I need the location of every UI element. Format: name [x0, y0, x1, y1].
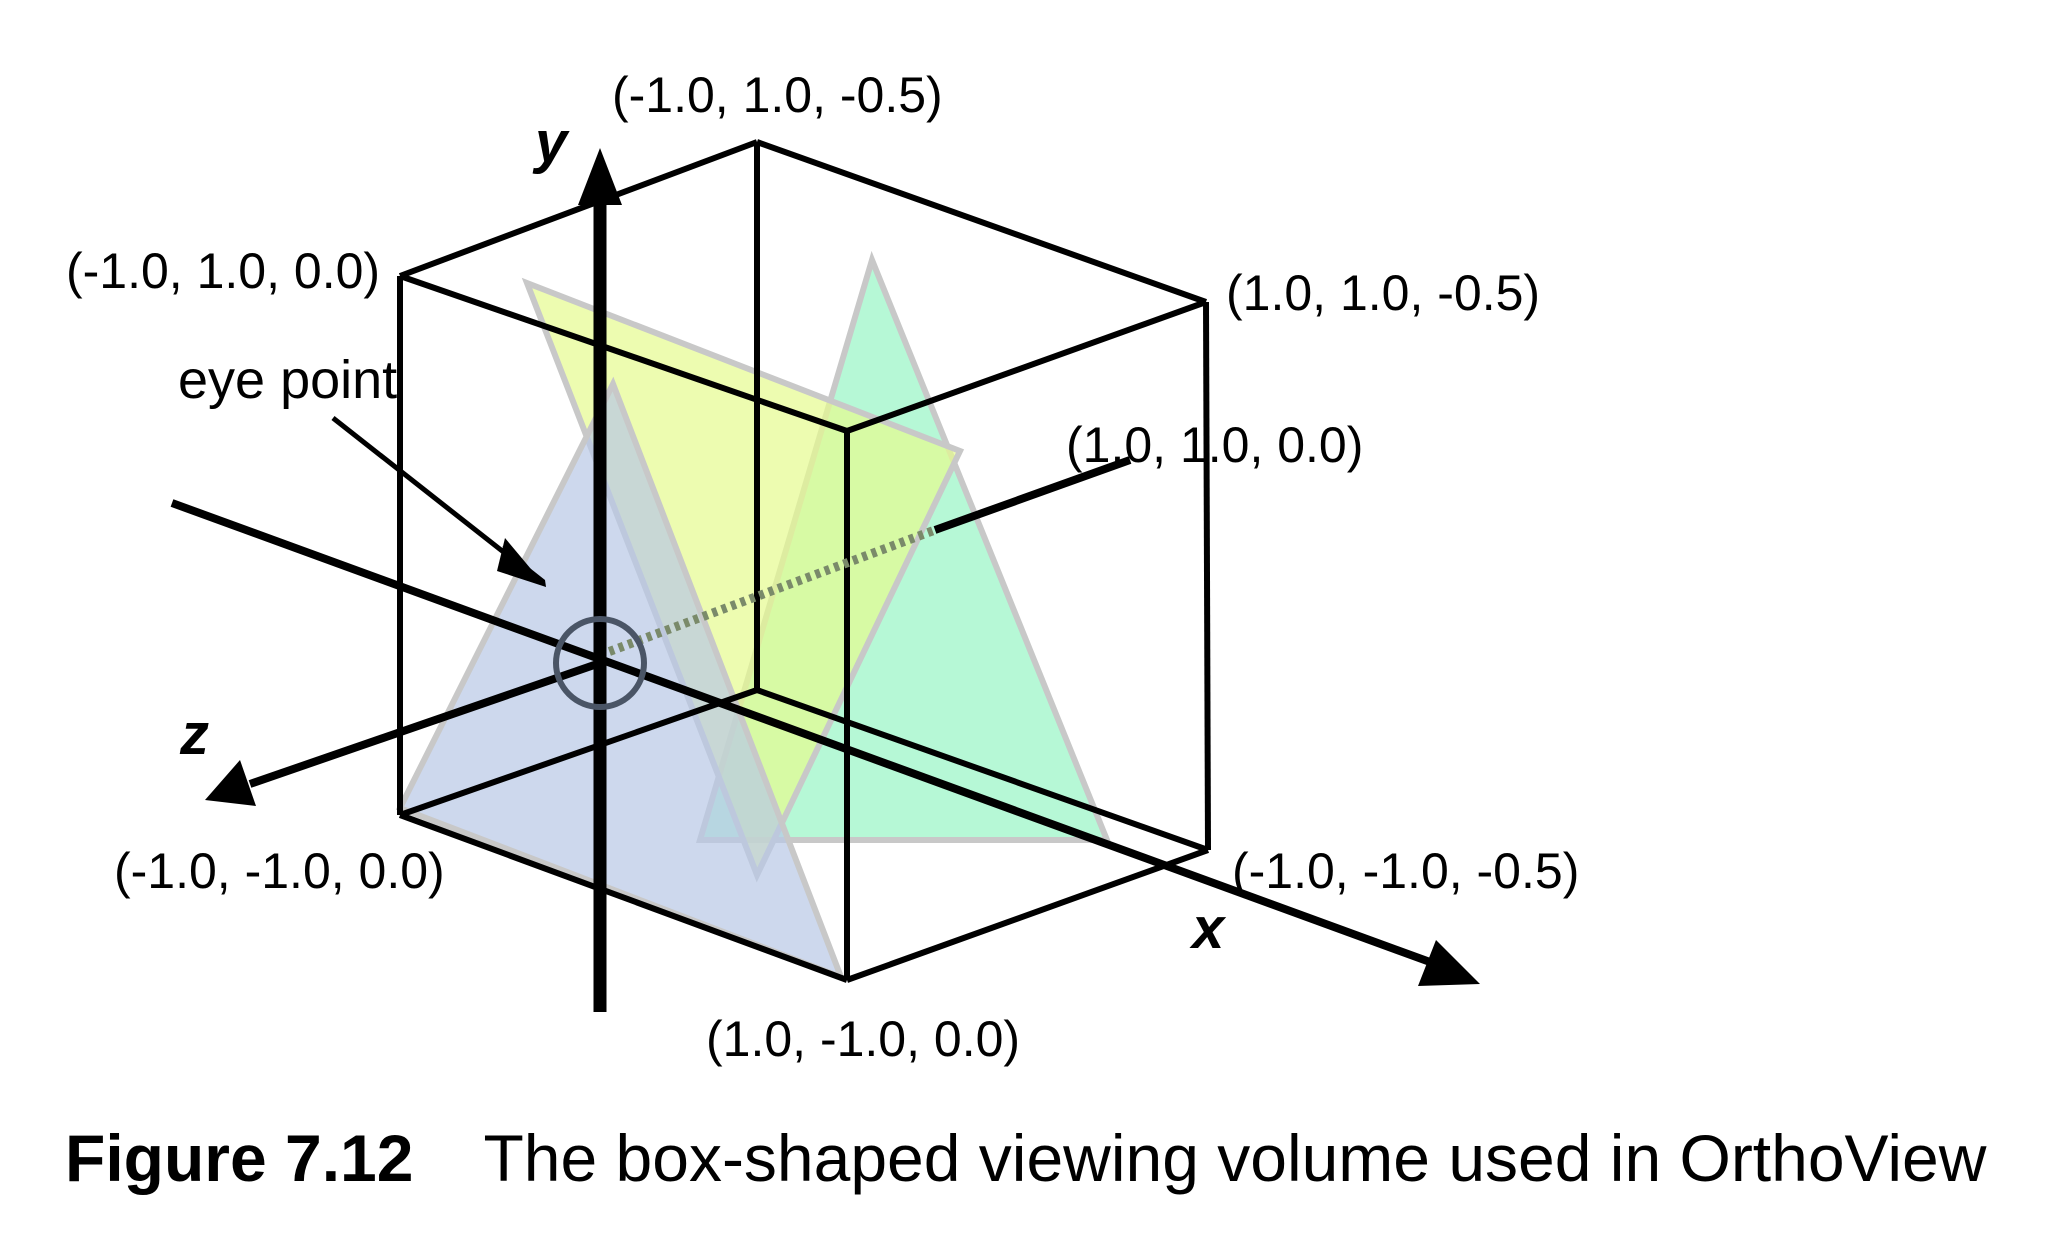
front-triangle — [395, 376, 847, 983]
corner-label-bottom-front-left: (-1.0, -1.0, 0.0) — [114, 843, 445, 899]
z-axis-line — [248, 659, 602, 788]
corner-label-top-front-right: (1.0, 1.0, 0.0) — [1066, 417, 1363, 473]
eye-point-label: eye point — [178, 350, 397, 410]
corner-label-bottom-front-right: (1.0, -1.0, 0.0) — [706, 1011, 1020, 1067]
y-axis-label: y — [532, 110, 570, 175]
z-axis-arrowhead — [205, 760, 256, 806]
y-axis-arrowhead — [578, 148, 622, 205]
figure-caption: Figure 7.12 The box-shaped viewing volume… — [65, 1120, 1986, 1196]
x-axis-label: x — [1189, 896, 1227, 961]
viewing-box — [397, 139, 1211, 983]
x-axis-line — [170, 499, 1432, 966]
corner-label-bottom-back-left: (-1.0, -1.0, -0.5) — [1232, 843, 1579, 899]
figure-number: Figure 7.12 — [65, 1121, 414, 1195]
eye-point-circle — [553, 616, 647, 710]
eye-point-pointer-line — [331, 416, 522, 567]
x-axis-arrowhead — [1418, 940, 1480, 986]
view-direction-solid — [933, 456, 1132, 534]
corner-label-top-back-right: (1.0, 1.0, -0.5) — [1226, 265, 1540, 321]
eye-point-pointer-head — [497, 538, 546, 587]
coordinate-axes — [170, 148, 1480, 1012]
z-axis-label: z — [179, 702, 209, 767]
corner-label-top-front-left: (-1.0, 1.0, 0.0) — [66, 243, 380, 299]
figure-caption-text: The box-shaped viewing volume used in Or… — [483, 1121, 1987, 1195]
corner-label-top-back-left: (-1.0, 1.0, -0.5) — [612, 67, 943, 123]
